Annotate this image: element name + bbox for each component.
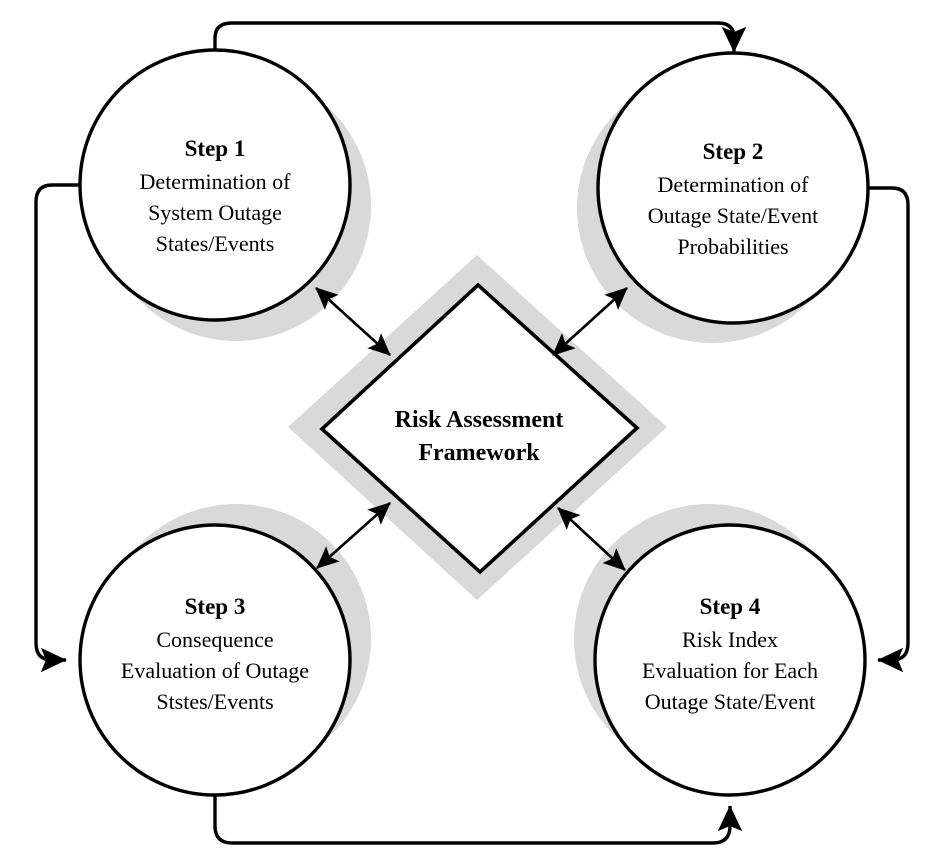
bottom-connector: [213, 795, 743, 845]
center-connector-1: [315, 287, 391, 356]
step-4-line-3: Outage State/Event: [645, 689, 815, 714]
step-4-node[interactable]: Step 4 Risk Index Evaluation for Each Ou…: [593, 523, 867, 797]
step-4-heading: Step 4: [700, 594, 761, 619]
step-3-node[interactable]: Step 3 Consequence Evaluation of Outage …: [78, 523, 352, 797]
step-1-line-1: Determination of: [140, 169, 292, 194]
step-3-line-1: Consequence: [156, 627, 273, 652]
step-2-node[interactable]: Step 2 Determination of Outage State/Eve…: [596, 51, 870, 325]
step-4-line-2: Evaluation for Each: [642, 658, 818, 683]
step-2-heading: Step 2: [703, 139, 764, 164]
center-label-line-2: Framework: [418, 440, 540, 466]
step-2-circle[interactable]: [596, 51, 870, 325]
step-2-line-2: Outage State/Event: [648, 203, 818, 228]
center-label-line-1: Risk Assessment: [395, 407, 564, 433]
step-3-line-2: Evaluation of Outage: [121, 658, 309, 683]
center-diamond[interactable]: [319, 282, 640, 575]
step-4-line-1: Risk Index: [682, 627, 778, 652]
step-1-node[interactable]: Step 1 Determination of System Outage St…: [78, 48, 352, 322]
step-1-line-3: States/Events: [156, 231, 275, 256]
step-2-line-3: Probabilities: [677, 234, 788, 259]
center-connector-3: [316, 502, 391, 569]
right-connector: [868, 186, 910, 673]
step-3-circle[interactable]: [78, 523, 352, 797]
top-connector: [213, 21, 747, 72]
step-3-line-3: Ststes/Events: [156, 689, 273, 714]
step-2-line-1: Determination of: [658, 172, 810, 197]
step-4-circle[interactable]: [593, 523, 867, 797]
step-1-circle[interactable]: [78, 48, 352, 322]
center-diamond-node[interactable]: Risk Assessment Framework: [319, 282, 640, 575]
center-connector-2: [552, 287, 628, 356]
center-connector-4: [557, 507, 626, 571]
step-3-heading: Step 3: [185, 594, 246, 619]
step-1-heading: Step 1: [185, 136, 246, 161]
step-1-line-2: System Outage: [148, 200, 282, 225]
left-connector: [34, 183, 82, 673]
